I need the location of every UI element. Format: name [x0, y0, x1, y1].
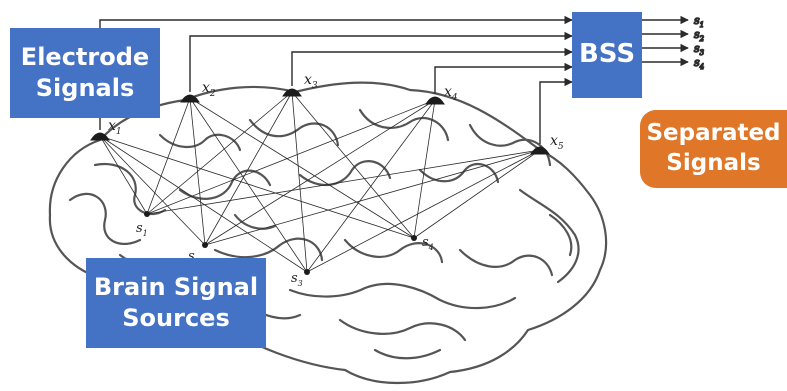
electrode-label: x2 — [202, 80, 216, 99]
source-dot — [304, 269, 310, 275]
electrode-label: x3 — [304, 72, 318, 91]
electrode-wire — [539, 77, 573, 144]
brain-fold — [343, 238, 444, 264]
mixing-line — [291, 91, 308, 273]
mixing-line — [204, 149, 541, 246]
mixing-lines — [99, 91, 541, 273]
electrode-label: x5 — [550, 133, 564, 152]
brain-signal-sources-box: Brain Signal Sources — [86, 258, 266, 348]
brain-icon — [48, 81, 608, 385]
brain-fold — [178, 169, 272, 200]
output-label: s4 — [694, 56, 704, 71]
mixing-line — [99, 135, 308, 273]
separated-signals-label-2: Signals — [666, 150, 761, 176]
mixing-line — [146, 99, 436, 215]
brain-fold — [213, 237, 324, 262]
source-label: s4 — [422, 235, 434, 252]
mixing-line — [146, 149, 541, 215]
mixing-line — [291, 91, 415, 239]
source-label: s1 — [136, 221, 148, 238]
mixing-line — [146, 97, 191, 215]
brain-signal-sources-label-2: Sources — [122, 304, 230, 332]
electrode-cap — [180, 94, 200, 103]
brain-fold — [233, 213, 277, 230]
brain-fold — [518, 188, 580, 284]
bss-label: BSS — [578, 39, 636, 70]
brain-fold — [358, 108, 450, 142]
mixing-line — [99, 135, 206, 246]
electrode-signals-label-1: Electrode — [20, 42, 150, 71]
separated-signals-box: Separated Signals — [640, 110, 787, 188]
brain-fold — [298, 160, 392, 187]
mixing-line — [146, 91, 293, 215]
mixing-line — [413, 149, 541, 239]
electrode-signals-label-2: Signals — [35, 74, 135, 102]
brain-fold — [288, 282, 517, 310]
bss-box: BSS — [572, 12, 642, 98]
electrode-wire — [189, 31, 573, 92]
electrode-cap — [425, 96, 445, 105]
electrode-wires — [99, 15, 573, 144]
mixing-line — [306, 149, 541, 273]
brain-fold — [68, 192, 142, 245]
mixing-line — [204, 99, 436, 246]
separated-signals-label-1: Separated — [646, 120, 781, 147]
source-dot — [411, 235, 417, 241]
mixing-line — [99, 135, 148, 215]
output-label: s2 — [694, 28, 705, 43]
output-label: s3 — [694, 42, 705, 57]
mixing-line — [204, 91, 293, 246]
electrode-cap — [90, 132, 110, 141]
mixing-line — [99, 135, 415, 239]
electrode-label: x1 — [108, 118, 122, 137]
brain-fold — [458, 248, 554, 277]
mixing-line — [306, 99, 436, 273]
source-label: s3 — [291, 271, 303, 288]
electrode-cap — [530, 146, 550, 155]
brain-signal-sources-label-1: Brain Signal — [93, 272, 259, 301]
electrode-cap — [282, 88, 302, 97]
mixing-line — [189, 97, 308, 273]
brain-fold — [548, 213, 573, 257]
source-dot — [144, 211, 150, 217]
brain-fold — [158, 133, 242, 152]
output-label: s1 — [694, 14, 704, 29]
mixing-line — [189, 97, 415, 239]
electrode-label: x4 — [444, 84, 458, 103]
brain-fold — [373, 348, 442, 360]
brain-fold — [468, 123, 552, 167]
electrode-wire — [434, 62, 573, 94]
electrode-wire — [291, 47, 573, 86]
electrode-signals-box: Electrode Signals — [10, 28, 160, 118]
brain-fold — [338, 318, 467, 342]
brain-fold — [418, 162, 500, 184]
source-dot — [202, 242, 208, 248]
brain-fold — [248, 118, 340, 147]
electrodes: x1 x2 x3 x4 x5 — [90, 72, 564, 155]
